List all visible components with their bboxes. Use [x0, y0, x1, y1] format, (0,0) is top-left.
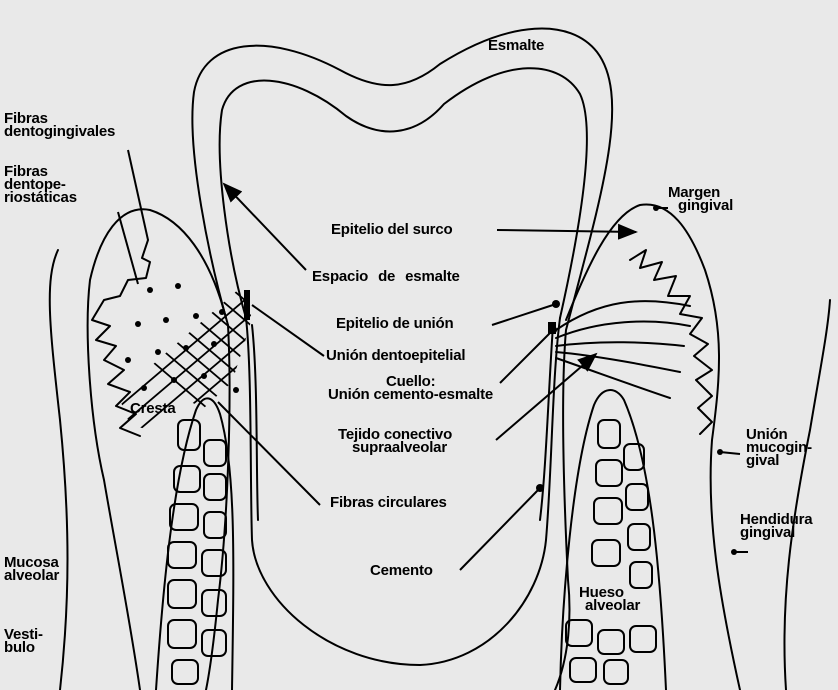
label-vestibulo: Vesti- bulo: [4, 628, 43, 654]
label-epitelio-union: Epitelio de unión: [336, 317, 453, 330]
leader-fibras-dentogingivales: [128, 150, 148, 240]
fiber-right-2: [556, 322, 690, 338]
leader-epitelio-surco: [497, 230, 636, 232]
leader-mucogingival: [720, 452, 740, 454]
leader-fibras-dentoperiostaticas: [118, 212, 138, 284]
label-fibras-circulares: Fibras circulares: [330, 496, 447, 509]
label-hueso-alveolar: Hueso alveolar: [579, 586, 640, 612]
label-espacio-esmalte: Espacio de esmalte: [312, 270, 460, 283]
gingiva-right-outline: [566, 204, 740, 690]
mucosa-left-outline: [50, 250, 68, 690]
fiber-right-1: [556, 301, 690, 330]
label-epitelio-surco: Epitelio del surco: [331, 223, 452, 236]
fiber-right-4: [556, 352, 680, 372]
leader-tejido-conectivo: [496, 354, 596, 440]
leader-cuello: [500, 330, 553, 383]
leader-fibras-circulares: [218, 402, 320, 505]
bone-marrow-spaces: [168, 420, 656, 684]
leader-espacio-esmalte: [224, 184, 306, 270]
fiber-right-3: [556, 342, 684, 346]
leader-union-dentoepitelial: [252, 305, 324, 356]
label-fibras-dentogingivales: Fibras dentogingivales: [4, 112, 115, 138]
label-cresta: Cresta: [130, 402, 176, 415]
label-fibras-dentoperiostaticas: Fibras dentope- riostáticas: [4, 165, 77, 204]
fiber-right-5: [556, 358, 670, 398]
label-margen-gingival: Margen gingival: [668, 186, 733, 212]
label-union-dentoepitelial: Unión dentoepitelial: [326, 349, 465, 362]
leader-epitelio-union: [492, 304, 556, 325]
label-hendidura-gingival: Hendidura gingival: [740, 513, 812, 539]
mucosa-right-outline: [784, 300, 830, 690]
label-cuello: Cuello: Unión cemento-esmalte: [328, 375, 493, 401]
cementum-line-left: [252, 325, 258, 520]
gingiva-left-outline: [88, 209, 226, 690]
label-tejido-conectivo: Tejido conectivo supraalveolar: [338, 428, 452, 454]
label-union-mucogingival: Unión mucogin- gival: [746, 428, 812, 467]
label-mucosa-alveolar: Mucosa alveolar: [4, 556, 59, 582]
leader-cemento: [460, 488, 540, 570]
label-esmalte: Esmalte: [488, 39, 544, 52]
label-cemento: Cemento: [370, 564, 433, 577]
